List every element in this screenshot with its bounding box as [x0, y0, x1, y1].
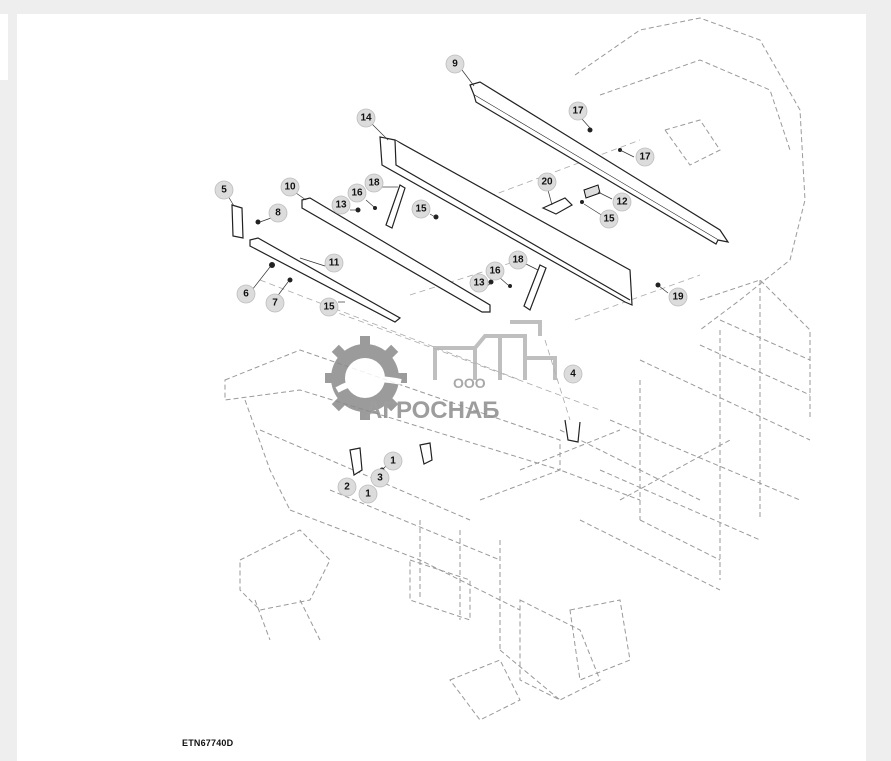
- callout-19: 19: [668, 287, 688, 307]
- callout-12: 12: [612, 192, 632, 212]
- svg-text:15: 15: [415, 204, 427, 215]
- part-bracket-18a: [385, 184, 406, 229]
- svg-text:5: 5: [221, 185, 227, 196]
- svg-text:16: 16: [351, 188, 363, 199]
- svg-text:17: 17: [572, 106, 584, 117]
- callout-1: 1: [358, 484, 378, 504]
- watermark-small-text: ООО: [453, 375, 486, 391]
- machine-frame: [224, 17, 811, 721]
- harvester-icon: [433, 320, 557, 380]
- callout-16: 16: [347, 183, 367, 203]
- watermark-logo: ООО АГРОСНАБ: [325, 320, 557, 424]
- callout-3: 3: [370, 468, 390, 488]
- svg-text:18: 18: [512, 255, 524, 266]
- callout-11: 11: [324, 253, 344, 273]
- svg-text:11: 11: [329, 258, 340, 269]
- part-ubolt-20: [541, 197, 573, 215]
- callout-6: 6: [236, 284, 256, 304]
- svg-text:17: 17: [639, 152, 651, 163]
- svg-text:18: 18: [368, 178, 380, 189]
- callouts: 9 17 17 14 20 12 15 18 16 13 15 10 5 8 1…: [214, 54, 688, 504]
- callout-14: 14: [356, 108, 376, 128]
- left-panel-edge: [0, 14, 8, 80]
- svg-text:3: 3: [377, 473, 383, 484]
- svg-text:12: 12: [616, 197, 628, 208]
- svg-text:2: 2: [344, 482, 350, 493]
- svg-text:13: 13: [473, 278, 485, 289]
- part-strip-10: [301, 197, 491, 313]
- callout-17: 17: [635, 147, 655, 167]
- part-bracket-18b: [523, 264, 547, 311]
- callout-18: 18: [364, 173, 384, 193]
- svg-text:16: 16: [489, 266, 501, 277]
- callout-13: 13: [469, 273, 489, 293]
- svg-text:10: 10: [284, 182, 296, 193]
- part-ubolt-4: [564, 419, 581, 443]
- callout-2: 2: [337, 477, 357, 497]
- part-bracket-5: [231, 204, 244, 239]
- svg-text:20: 20: [541, 177, 553, 188]
- callout-15: 15: [411, 199, 431, 219]
- svg-text:13: 13: [335, 200, 347, 211]
- callout-15: 15: [599, 209, 619, 229]
- callout-10: 10: [280, 177, 300, 197]
- svg-text:19: 19: [672, 292, 684, 303]
- svg-text:4: 4: [570, 369, 576, 380]
- callout-15: 15: [319, 297, 339, 317]
- callout-13: 13: [331, 195, 351, 215]
- diagram-sheet: [17, 14, 866, 761]
- callout-8: 8: [268, 203, 288, 223]
- svg-text:15: 15: [603, 214, 615, 225]
- callout-16: 16: [485, 261, 505, 281]
- watermark-big-text: АГРОСНАБ: [365, 397, 500, 424]
- callout-1: 1: [383, 451, 403, 471]
- svg-text:14: 14: [360, 113, 372, 124]
- callout-20: 20: [537, 172, 557, 192]
- gear-icon: [325, 336, 407, 420]
- svg-text:1: 1: [365, 489, 371, 500]
- callout-7: 7: [265, 293, 285, 313]
- callout-5: 5: [214, 180, 234, 200]
- svg-text:6: 6: [243, 289, 249, 300]
- svg-text:1: 1: [390, 456, 396, 467]
- svg-text:15: 15: [323, 302, 335, 313]
- callout-18: 18: [508, 250, 528, 270]
- exploded-parts: [231, 81, 730, 476]
- figure-id: ETN67740D: [182, 738, 234, 748]
- svg-text:8: 8: [275, 208, 281, 219]
- callout-4: 4: [563, 364, 583, 384]
- svg-text:9: 9: [452, 59, 458, 70]
- callout-9: 9: [445, 54, 465, 74]
- part-clip-12: [583, 184, 601, 199]
- svg-text:7: 7: [272, 298, 278, 309]
- part-rod-11: [249, 237, 402, 323]
- callout-17: 17: [568, 101, 588, 121]
